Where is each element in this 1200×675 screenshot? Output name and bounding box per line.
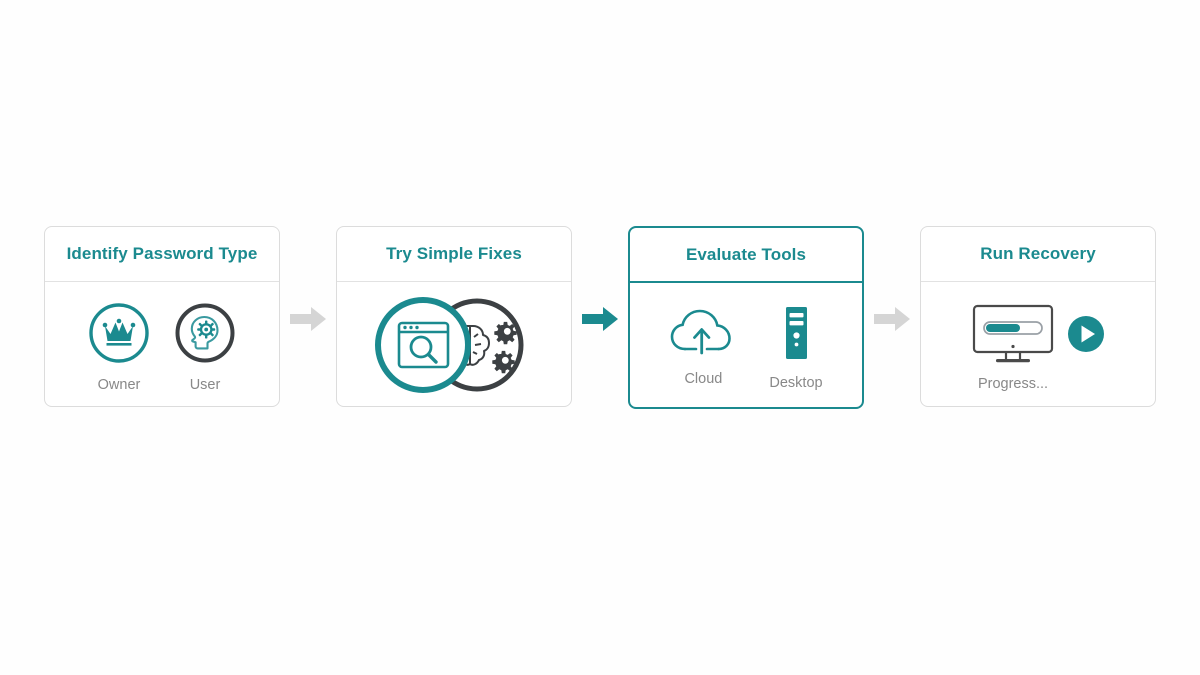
page-title: Try Simple Fixes	[386, 244, 522, 263]
crown-icon	[87, 301, 151, 370]
arrow-step3-to-step4	[864, 226, 920, 412]
card-body: Cloud Desktop	[630, 283, 862, 407]
step-card-evaluate-tools[interactable]: Evaluate Tools Cloud	[628, 226, 864, 409]
page-title: Identify Password Type	[66, 244, 258, 263]
desktop-tower-icon	[774, 305, 818, 368]
icon-label-desktop: Desktop	[769, 375, 823, 391]
icon-cell-progress[interactable]: Progress...	[970, 303, 1056, 392]
icon-cell-play[interactable]	[1066, 314, 1106, 359]
arrow-step1-to-step2	[280, 226, 336, 412]
step-card-identify-password-type[interactable]: Identify Password Type	[44, 226, 280, 407]
icon-cell-cloud[interactable]: Cloud	[669, 305, 737, 387]
page-title: Run Recovery	[980, 244, 1096, 263]
arrow-step2-to-step3	[572, 226, 628, 412]
head-gear-icon	[173, 301, 237, 370]
cloud-upload-icon	[669, 305, 737, 364]
icon-cell-desktop[interactable]: Desktop	[769, 305, 823, 391]
card-header: Run Recovery	[921, 227, 1155, 282]
recovery-row: Progress...	[970, 303, 1106, 392]
card-header: Try Simple Fixes	[337, 227, 571, 282]
card-body: Progress...	[921, 282, 1155, 406]
icon-pair: Cloud Desktop	[638, 305, 854, 391]
icon-pair	[345, 293, 563, 402]
browser-search-brain-gears-icon	[371, 293, 537, 402]
card-body: Owner	[45, 282, 279, 406]
icon-pair: Owner	[53, 301, 271, 393]
icon-label-user: User	[189, 377, 221, 393]
monitor-progress-icon	[970, 303, 1056, 372]
step-card-try-simple-fixes[interactable]: Try Simple Fixes	[336, 226, 572, 407]
play-button-icon	[1066, 314, 1106, 359]
icon-label-cloud: Cloud	[684, 371, 723, 387]
card-header: Identify Password Type	[45, 227, 279, 282]
card-body	[337, 282, 571, 406]
icon-cell-user[interactable]: User	[173, 301, 237, 393]
process-flow: Identify Password Type	[0, 226, 1200, 412]
step-card-run-recovery[interactable]: Run Recovery	[920, 226, 1156, 407]
icon-label-owner: Owner	[97, 377, 141, 393]
card-header: Evaluate Tools	[630, 228, 862, 283]
page-title: Evaluate Tools	[685, 244, 807, 264]
icon-label-progress: Progress...	[977, 375, 1049, 392]
icon-cell-owner[interactable]: Owner	[87, 301, 151, 393]
